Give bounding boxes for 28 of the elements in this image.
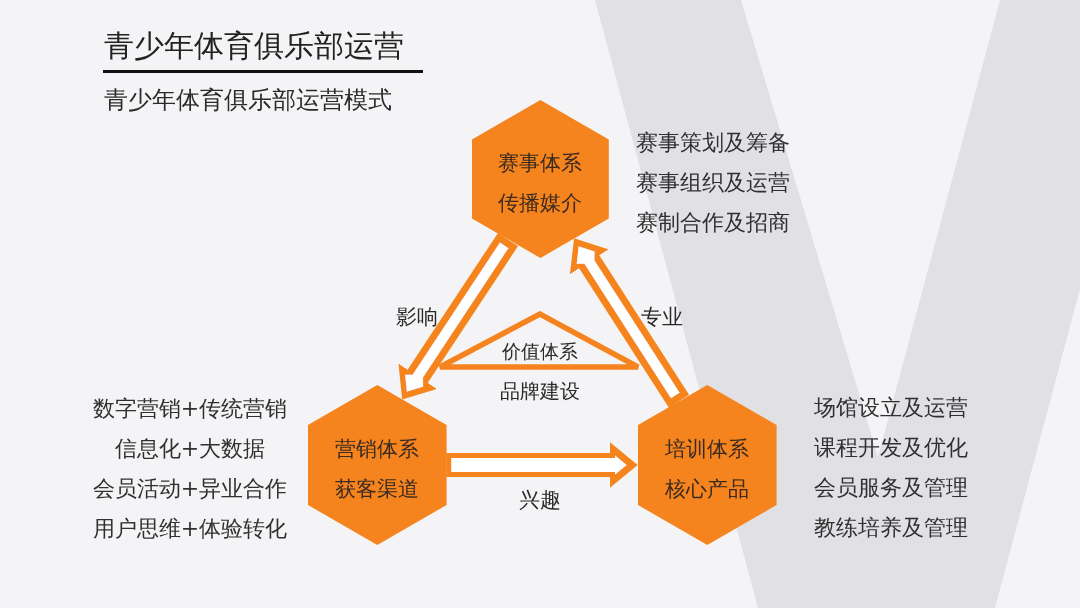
- node-title: 营销体系: [334, 436, 420, 463]
- node-subtitle: 获客渠道: [334, 476, 420, 503]
- feature-text: 赛事策划及筹备: [636, 129, 791, 157]
- hexagon-node: [471, 100, 609, 258]
- feature-text: 数字营销+传统营销: [91, 395, 289, 423]
- title: 青少年体育俱乐部运营: [104, 27, 404, 65]
- edge-label: 兴趣: [518, 487, 562, 514]
- hexagon-node: [307, 385, 447, 545]
- hollow-arrow: [446, 442, 638, 488]
- node-title: 价值体系: [501, 339, 579, 363]
- node-title: 培训体系: [664, 436, 750, 463]
- node-subtitle: 核心产品: [664, 476, 750, 503]
- edge-label: 影响: [395, 304, 439, 331]
- feature-text: 用户思维+体验转化: [91, 515, 289, 543]
- feature-text: 信息化+大数据: [113, 435, 267, 463]
- node-subtitle: 品牌建设: [499, 378, 581, 404]
- feature-text: 赛事组织及运营: [636, 169, 791, 197]
- hexagon-node: [637, 385, 777, 545]
- feature-text: 会员活动+异业合作: [91, 475, 289, 503]
- feature-text: 课程开发及优化: [814, 434, 969, 462]
- feature-text: 教练培养及管理: [814, 514, 969, 542]
- feature-text: 会员服务及管理: [814, 474, 969, 502]
- node-subtitle: 传播媒介: [497, 190, 583, 217]
- node-title: 赛事体系: [497, 150, 583, 177]
- edge-label: 专业: [640, 304, 684, 331]
- feature-text: 场馆设立及运营: [814, 394, 969, 422]
- feature-text: 赛制合作及招商: [636, 209, 791, 237]
- subtitle: 青少年体育俱乐部运营模式: [104, 85, 392, 116]
